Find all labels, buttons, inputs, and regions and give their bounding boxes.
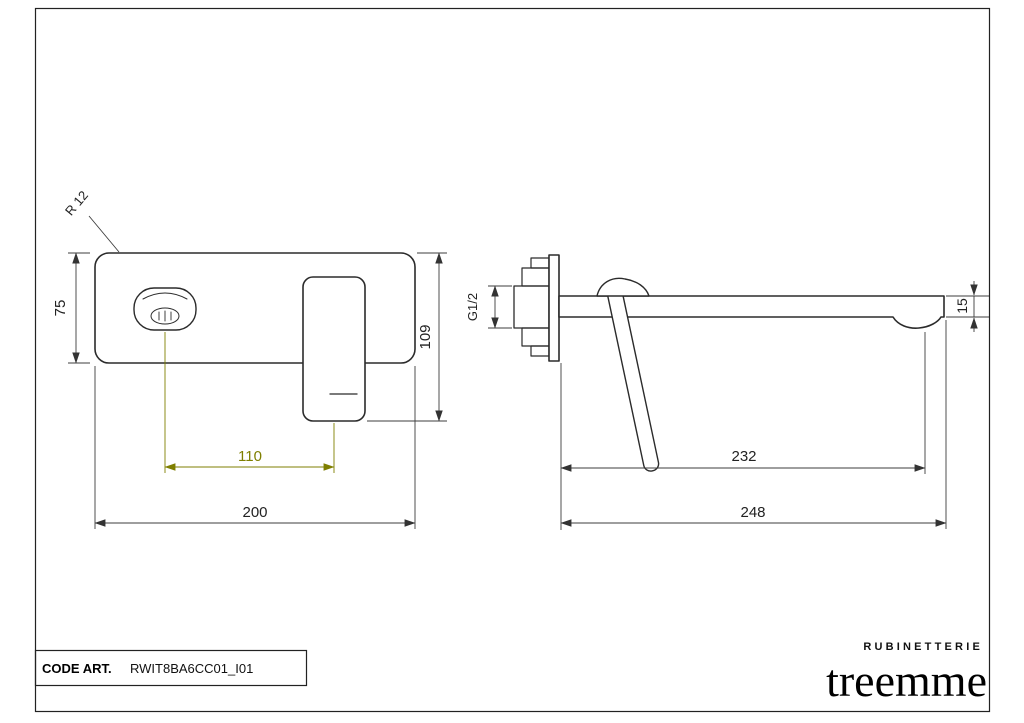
dimension-text: 109 <box>417 324 434 349</box>
front-view: R 12 75 109 <box>52 188 447 529</box>
brand-name: treemme <box>826 655 987 706</box>
body-step <box>530 345 550 357</box>
brand-logo: RUBINETTERIE treemme <box>826 641 987 706</box>
dim-total-height: 109 <box>367 252 447 422</box>
body-step <box>521 327 550 347</box>
radius-label: R 12 <box>62 188 91 219</box>
handle-outline <box>302 276 366 422</box>
lever-pivot-cap <box>596 277 650 297</box>
code-label: CODE ART. <box>42 661 112 676</box>
code-value: RWIT8BA6CC01_I01 <box>130 661 253 676</box>
brand-subtitle: RUBINETTERIE <box>863 641 983 653</box>
dimension-text: 75 <box>52 300 69 317</box>
leader-line <box>88 215 120 253</box>
dim-spout-to-handle: 110 <box>164 332 335 473</box>
front-handle <box>302 276 366 422</box>
body-main <box>513 285 550 329</box>
body-step <box>530 257 550 269</box>
dimension-text: 15 <box>954 298 970 314</box>
dimension-text: 232 <box>731 448 756 465</box>
body-step <box>521 267 550 287</box>
title-block: CODE ART. RWIT8BA6CC01_I01 <box>34 649 308 687</box>
front-spout <box>133 287 197 331</box>
dim-plate-height: 75 <box>52 252 90 364</box>
side-flange <box>548 254 560 362</box>
spout-arc <box>142 292 188 300</box>
drawing-border <box>34 7 991 713</box>
dimension-text: 110 <box>238 448 262 465</box>
dim-plate-width: 200 <box>94 366 416 529</box>
code-box <box>34 649 308 687</box>
dimension-text: 200 <box>242 504 267 521</box>
rough-in-body <box>513 257 550 357</box>
dim-spout-reach: 232 <box>560 332 926 530</box>
dim-tip-height: 15 <box>946 281 989 332</box>
dimension-text: G1/2 <box>465 293 480 321</box>
dim-total-depth: 248 <box>560 320 947 529</box>
spout-outline <box>133 287 197 331</box>
radius-callout: R 12 <box>62 188 120 253</box>
aerator-oval <box>150 307 180 325</box>
side-view: G1/2 15 232 248 <box>465 254 989 530</box>
dimension-text: 248 <box>740 504 765 521</box>
side-spout <box>558 295 945 329</box>
dim-thread: G1/2 <box>465 285 512 329</box>
